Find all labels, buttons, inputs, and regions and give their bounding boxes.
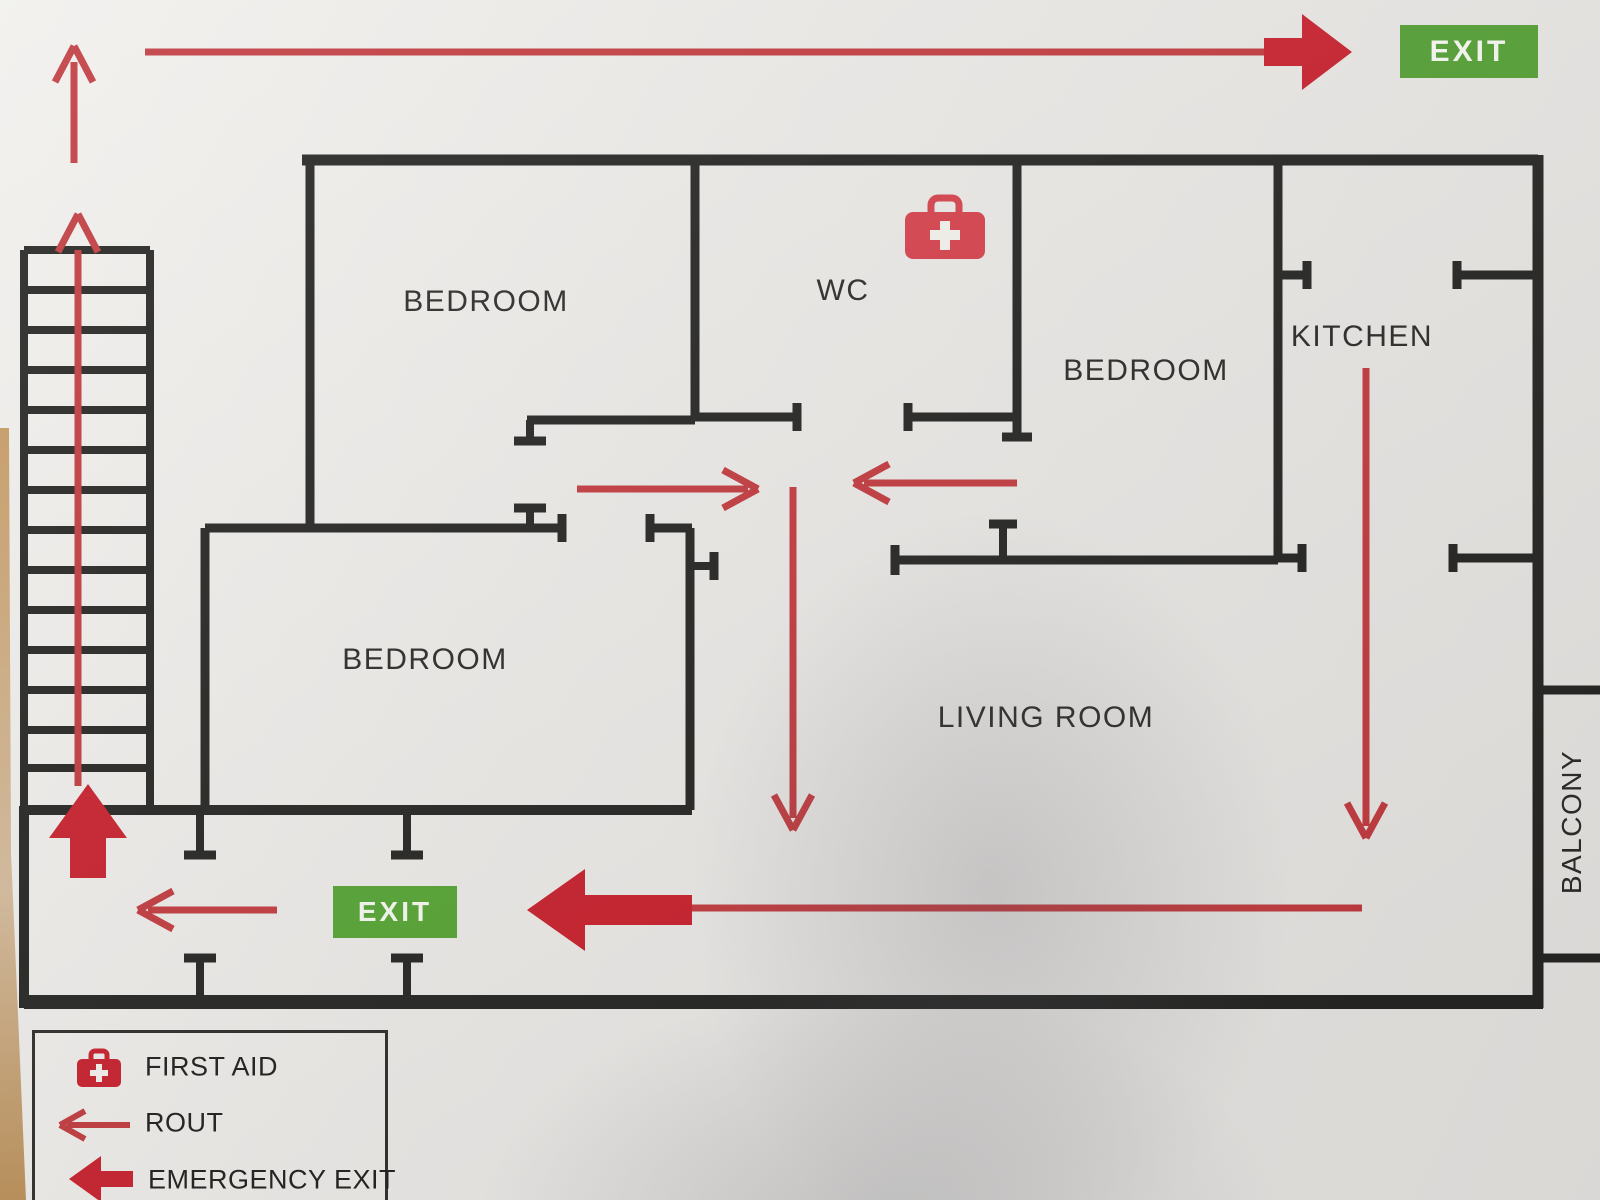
walls-bedroom-top-left xyxy=(305,160,700,528)
walls-wc xyxy=(695,160,1032,442)
route-lines xyxy=(51,44,1389,933)
walls-living-room xyxy=(890,519,1278,575)
walls-kitchen xyxy=(1273,160,1543,572)
route-arrow-right-hall xyxy=(577,466,760,512)
route-arrow-left-hall xyxy=(852,460,1017,506)
room-label-balcony: BALCONY xyxy=(1556,749,1587,895)
emergency-exit-arrow-icon xyxy=(69,1156,133,1200)
route-arrow-up-stairs xyxy=(54,212,102,786)
exit-sign-bottom-text: EXIT xyxy=(357,896,433,927)
walls-bedroom-bottom-left xyxy=(200,514,719,810)
room-label-wc: WC xyxy=(816,274,870,307)
route-arrow-up-top-left xyxy=(51,44,97,163)
room-label-bedroom-bottom-left: BEDROOM xyxy=(342,643,508,676)
room-label-bedroom-top-left: BEDROOM xyxy=(403,285,569,318)
room-label-bedroom-middle: BEDROOM xyxy=(1063,354,1229,387)
legend-label-route: ROUT xyxy=(145,1107,224,1138)
route-arrow-down-kitchen xyxy=(1343,368,1389,840)
route-arrow-icon xyxy=(58,1108,130,1142)
legend-icons xyxy=(58,1048,133,1200)
room-label-living-room: LIVING ROOM xyxy=(937,701,1155,734)
staircase xyxy=(20,246,154,810)
legend: FIRST AID ROUT EMERGENCY EXIT xyxy=(32,1030,396,1200)
first-aid-icon xyxy=(905,194,985,259)
emergency-arrow-left-bottom xyxy=(527,869,692,951)
emergency-arrows xyxy=(49,14,1352,951)
corridor-door-jambs xyxy=(184,810,423,1002)
room-label-kitchen: KITCHEN xyxy=(1290,320,1434,353)
emergency-arrow-up-stairs xyxy=(49,784,127,878)
outer-walls xyxy=(19,154,1544,1009)
exit-sign-top-plate xyxy=(1400,25,1538,78)
emergency-arrow-right-top xyxy=(1264,14,1352,90)
exit-sign-top-text: EXIT xyxy=(1429,35,1509,68)
route-arrow-left-bottom xyxy=(136,887,277,933)
route-arrow-down-center xyxy=(770,487,816,832)
walls xyxy=(19,154,1600,1009)
legend-label-emergency-exit: EMERGENCY EXIT xyxy=(148,1164,397,1195)
first-aid-icon xyxy=(77,1048,121,1087)
exit-sign-bottom-plate xyxy=(333,886,457,938)
legend-label-first-aid: FIRST AID xyxy=(145,1051,279,1082)
walls-balcony xyxy=(1538,685,1600,963)
